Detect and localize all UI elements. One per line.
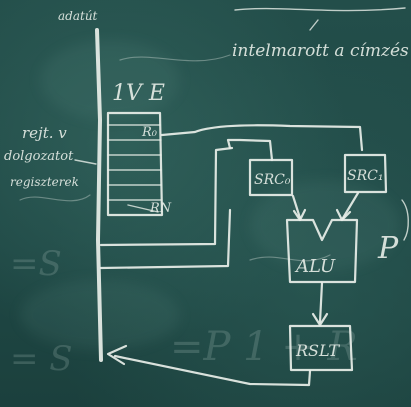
main-bus-line (95, 28, 103, 362)
register-file-header: 1V E (112, 81, 165, 106)
right-symbol: P (377, 231, 399, 266)
erased-stroke (119, 54, 231, 62)
note-datapath: adatút (58, 9, 98, 23)
bus-branch-a (99, 146, 234, 247)
register-pointer (127, 204, 159, 213)
register-r0-label: R₀ (141, 125, 158, 140)
result-label: RSLT (295, 341, 340, 360)
feedback-arrowhead (106, 344, 128, 366)
label-registers-3: regiszterek (10, 175, 79, 189)
src0-label: SRC₀ (254, 172, 291, 188)
erased-text: =P 1 + R (170, 324, 358, 370)
src0-box (248, 158, 294, 197)
result-box (288, 324, 354, 372)
note-addressing: intelmarott a címzés (232, 41, 409, 61)
erased-text: = S (10, 339, 73, 379)
erased-text: =S (10, 244, 62, 284)
chalk-smudge (40, 40, 180, 120)
arrow-alu-result (318, 281, 324, 324)
bus-branch-b (99, 208, 232, 270)
arrow-src0-alu (291, 194, 302, 220)
alu-shape (285, 218, 359, 284)
bus-to-src1 (160, 124, 364, 152)
arrow-src1-alu (341, 191, 360, 220)
feedback-path (113, 354, 312, 387)
register-file (106, 111, 164, 217)
src1-box (343, 153, 388, 194)
alu-label: ALU (294, 256, 336, 277)
label-registers-2: dolgozatot (4, 149, 74, 164)
register-rn-label: RN (149, 201, 172, 216)
bus-to-src0 (226, 138, 274, 162)
src1-label: SRC₁ (347, 168, 383, 184)
note-top-line (234, 7, 406, 12)
label-registers-1: rejt. v (22, 124, 67, 142)
label-pointer (74, 159, 97, 165)
erased-stroke (19, 194, 91, 202)
right-curve (401, 199, 409, 241)
note-tick (309, 19, 319, 31)
